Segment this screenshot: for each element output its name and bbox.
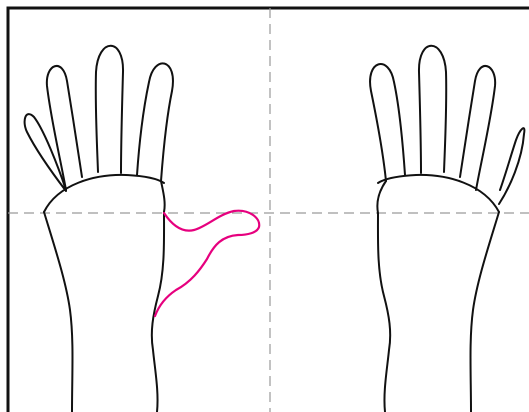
- right-palm-top: [377, 173, 500, 213]
- left-palm-right-edge: [150, 180, 166, 412]
- right-hand-outline: [369, 44, 526, 412]
- left-index-finger: [45, 64, 83, 191]
- left-palm-left-edge: [43, 211, 74, 412]
- right-thumb: [498, 127, 526, 205]
- magenta-accent-curve: [153, 209, 261, 318]
- left-middle-finger: [94, 44, 125, 174]
- right-index-finger: [459, 64, 497, 191]
- left-thumb: [23, 113, 67, 192]
- right-middle-finger: [417, 44, 448, 174]
- left-ring-finger: [136, 62, 174, 182]
- frame-top-border: [6, 6, 529, 412]
- right-palm-right-edge: [469, 211, 500, 412]
- left-hand-outline: [23, 44, 174, 412]
- canvas-frame: [6, 6, 529, 412]
- right-pinky-finger: [369, 63, 406, 182]
- left-palm-top: [43, 173, 165, 213]
- guide-lines: [8, 8, 529, 412]
- right-palm-left-edge: [376, 180, 392, 412]
